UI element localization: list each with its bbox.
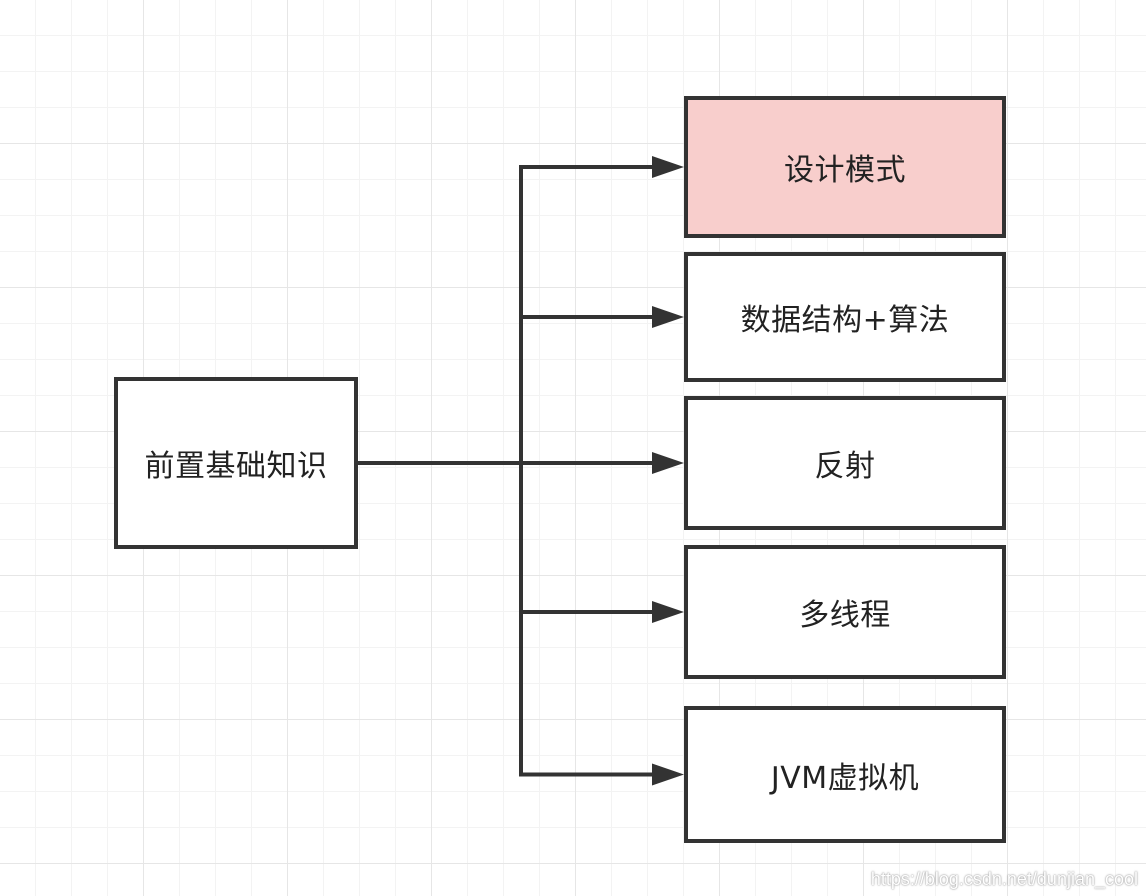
watermark-text: https://blog.csdn.net/dunjian_cool [870,869,1138,889]
root-node-label: 前置基础知识 [144,449,328,484]
child-node-label: 数据结构+算法 [740,303,950,338]
arrowhead-4 [652,763,684,786]
arrowhead-2 [652,452,684,474]
arrowhead-1 [652,306,684,328]
child-node-label: JVM虚拟机 [770,760,920,796]
child-node-reflection[interactable]: 反射 [684,396,1006,530]
arrowhead-3 [652,601,684,623]
child-node-jvm[interactable]: JVM虚拟机 [684,706,1006,843]
child-node-multithreading[interactable]: 多线程 [684,545,1006,679]
arrowheads [652,156,684,786]
child-node-label: 反射 [814,449,876,484]
child-node-data-structures[interactable]: 数据结构+算法 [684,252,1006,382]
root-node[interactable]: 前置基础知识 [114,377,358,549]
arrowhead-0 [652,156,684,178]
connectors [356,165,654,777]
child-node-design-patterns[interactable]: 设计模式 [684,96,1006,238]
child-node-label: 多线程 [799,598,891,633]
child-node-label: 设计模式 [784,153,906,188]
